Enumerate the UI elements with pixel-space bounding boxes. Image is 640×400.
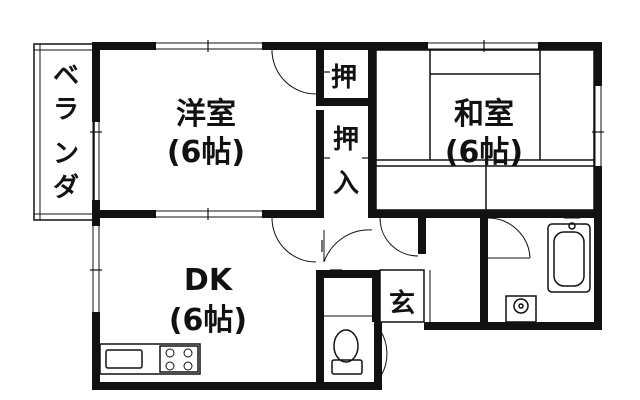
dk-room-size: (6帖) — [169, 303, 247, 338]
veranda-label-4: ダ — [53, 172, 79, 203]
entrance-label: 玄 — [389, 288, 415, 319]
japanese-room-name: 和室 — [454, 97, 514, 132]
western-room-size: (6帖) — [167, 135, 245, 170]
western-room-name: 洋室 — [176, 97, 236, 132]
veranda-label-2: ラ — [53, 95, 79, 125]
kitchen-counter — [99, 343, 201, 375]
tatami-layout — [375, 49, 595, 211]
closet-large-label-2: 入 — [333, 169, 359, 199]
closet-small-label: 押 — [331, 63, 357, 93]
closet-large-label-1: 押 — [333, 125, 359, 155]
dk-room-name: DK — [184, 263, 234, 298]
washbasin — [505, 295, 537, 323]
veranda: ベ ラ ン ダ — [33, 43, 95, 221]
door-swings — [271, 49, 531, 375]
japanese-room-size: (6帖) — [445, 135, 523, 170]
veranda-label-1: ベ — [53, 61, 79, 91]
veranda-label-3: ン — [53, 139, 79, 169]
room-labels: 洋室 (6帖) 和室 (6帖) DK (6帖) 押 押 入 — [167, 63, 523, 338]
bathtub — [547, 217, 591, 293]
entrance: 玄 — [379, 269, 431, 323]
toilet — [324, 315, 372, 375]
